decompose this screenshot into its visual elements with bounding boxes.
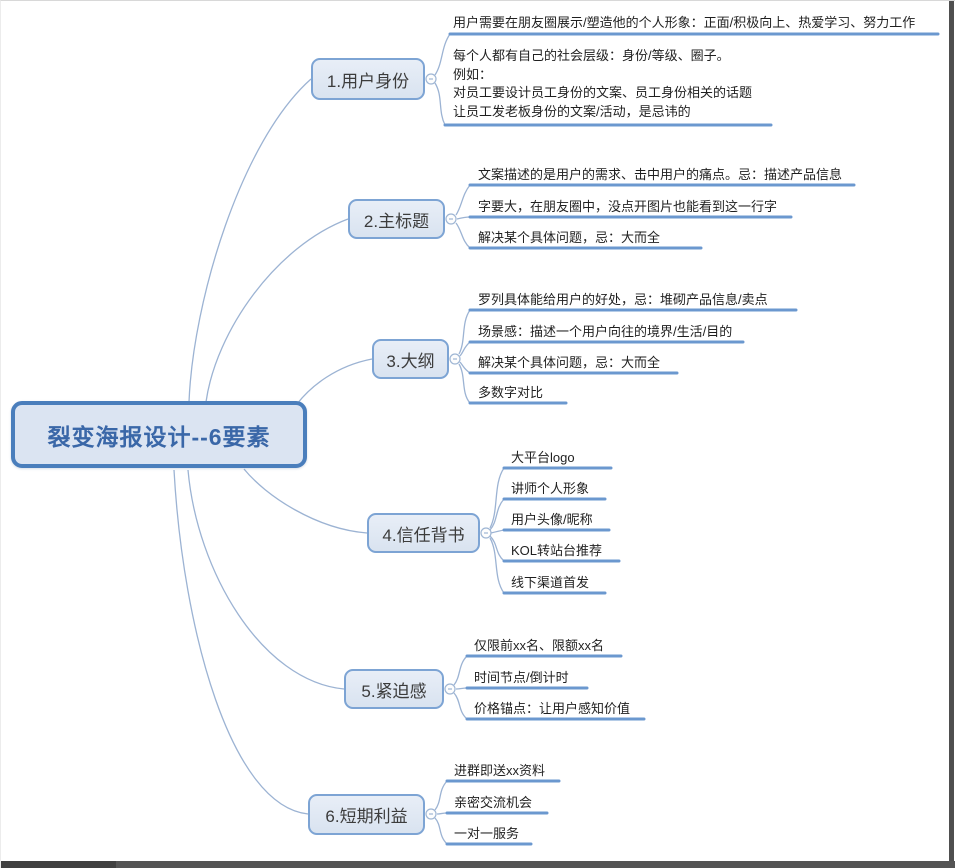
- leaf-node[interactable]: 解决某个具体问题，忌：大而全: [478, 355, 661, 370]
- leaf-node[interactable]: 仅限前xx名、限额xx名: [474, 638, 605, 653]
- leaf-node[interactable]: KOL转站台推荐: [511, 543, 603, 558]
- branch-node-4[interactable]: 4.信任背书: [367, 513, 480, 553]
- connector-curve-root-b4: [243, 468, 368, 534]
- leaf-node[interactable]: 文案描述的是用户的需求、击中用户的痛点。忌：描述产品信息: [478, 167, 843, 182]
- connector-curve-b4-l1: [489, 467, 505, 529]
- leaf-node[interactable]: 线下渠道首发: [511, 575, 590, 590]
- connector-curve-root-b2: [205, 218, 349, 403]
- connector-curve-b2-l1: [455, 184, 471, 216]
- connector-curve-b3-l2: [459, 341, 471, 357]
- leaf-node[interactable]: 一对一服务: [454, 826, 520, 841]
- connector-curve-b6-l1: [434, 780, 448, 811]
- connector-curve-b4-l2: [489, 498, 505, 531]
- connector-curve-b2-l2: [456, 216, 471, 220]
- connector-curve-root-b5: [187, 469, 345, 690]
- connector-curve-b3-l1: [458, 309, 471, 355]
- branch-node-2[interactable]: 2.主标题: [348, 199, 445, 239]
- connector-curve-b5-l2: [455, 687, 468, 690]
- branch-node-6[interactable]: 6.短期利益: [308, 794, 425, 835]
- leaf-node[interactable]: 讲师个人形象: [511, 481, 590, 496]
- connector-curve-b5-l3: [453, 692, 468, 720]
- leaf-node[interactable]: 进群即送xx资料: [454, 763, 546, 778]
- root-node-label: 裂变海报设计--6要素: [47, 423, 271, 450]
- branch-node-5-label: 5.紧迫感: [361, 681, 427, 701]
- connector-curve-root-b3: [296, 358, 373, 405]
- leaf-node[interactable]: 用户需要在朋友圈展示/塑造他的个人形象：正面/积极向上、热爱学习、努力工作: [453, 15, 916, 30]
- connector-curve-b3-l4: [458, 363, 471, 404]
- leaf-node[interactable]: 场景感：描述一个用户向往的境界/生活/目的: [478, 324, 733, 339]
- root-node[interactable]: 裂变海报设计--6要素: [11, 401, 307, 468]
- connector-curve-b4-l3: [490, 529, 505, 534]
- leaf-node[interactable]: 价格锚点：让用户感知价值: [474, 701, 631, 716]
- connector-curve-root-b6: [173, 469, 309, 815]
- horizontal-scrollbar[interactable]: [1, 861, 955, 868]
- leaf-node[interactable]: 字要大，在朋友圈中，没点开图片也能看到这一行字: [478, 199, 778, 214]
- branch-node-4-label: 4.信任背书: [382, 525, 465, 545]
- connector-curve-b1-l2: [434, 82, 446, 126]
- connector-curve-b3-l3: [459, 361, 471, 374]
- branch-node-1[interactable]: 1.用户身份: [311, 58, 425, 100]
- branch-node-2-label: 2.主标题: [363, 211, 430, 231]
- leaf-node[interactable]: 亲密交流机会: [454, 795, 533, 810]
- connector-curve-b6-l2: [436, 812, 448, 815]
- connector-curve-b4-l5: [489, 537, 505, 594]
- connector-curve-b1-l1: [434, 33, 451, 76]
- horizontal-scrollbar-thumb[interactable]: [1, 861, 116, 868]
- leaf-node[interactable]: 大平台logo: [511, 450, 575, 465]
- leaf-node[interactable]: 每个人都有自己的社会层级：身份/等级、圈子。 例如： 对员工要设计员工身份的文案…: [453, 48, 753, 119]
- connector-curve-root-b1: [188, 78, 312, 403]
- connector-curve-b6-l3: [434, 817, 448, 845]
- branch-node-3[interactable]: 3.大纲: [372, 339, 449, 379]
- connector-curve-b5-l1: [453, 655, 468, 686]
- branch-node-1-label: 1.用户身份: [326, 71, 410, 91]
- branch-node-3-label: 3.大纲: [386, 351, 435, 371]
- leaf-node[interactable]: 时间节点/倒计时: [474, 670, 569, 685]
- connector-curve-b4-l4: [489, 535, 505, 562]
- leaf-node[interactable]: 罗列具体能给用户的好处，忌：堆砌产品信息/卖点: [478, 292, 768, 307]
- leaf-node[interactable]: 解决某个具体问题，忌：大而全: [478, 230, 661, 245]
- leaf-node[interactable]: 多数字对比: [478, 385, 544, 400]
- connector-curve-b2-l3: [455, 222, 471, 249]
- branch-node-6-label: 6.短期利益: [325, 807, 408, 826]
- leaf-node[interactable]: 用户头像/昵称: [511, 512, 593, 527]
- branch-node-5[interactable]: 5.紧迫感: [344, 669, 444, 709]
- vertical-scrollbar[interactable]: [949, 1, 954, 861]
